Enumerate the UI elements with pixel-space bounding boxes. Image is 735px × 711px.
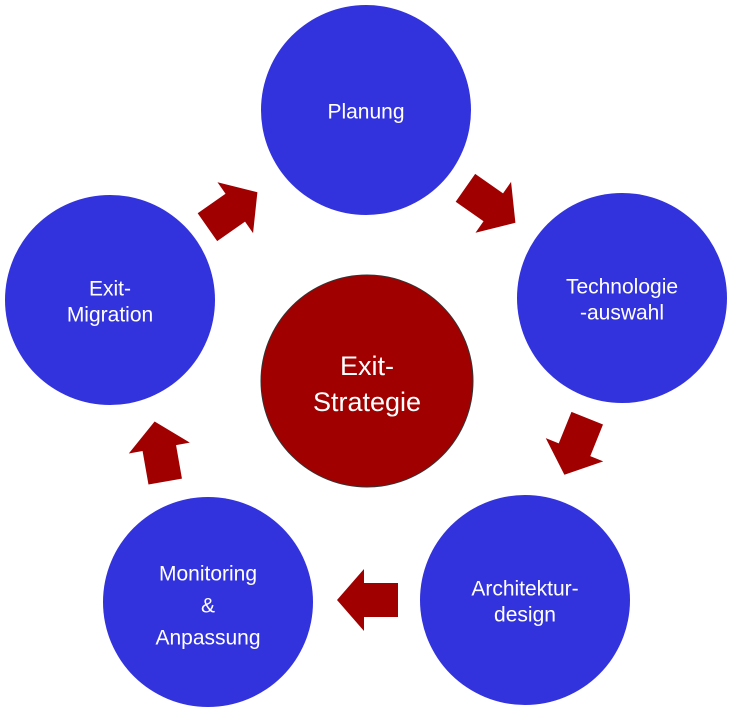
flow-arrow: [337, 569, 398, 631]
flow-arrow: [455, 173, 516, 233]
flow-arrow: [545, 411, 604, 475]
center-node-exit-strategie: Exit- Strategie: [260, 274, 474, 488]
node-label-line: Strategie: [313, 387, 421, 417]
stage-node-technologie: Technologie -auswahl: [517, 193, 727, 403]
node-label-line: Monitoring: [159, 563, 257, 586]
node-label-line: design: [494, 604, 556, 627]
node-label-line: Planung: [327, 101, 404, 124]
node-label-line: Technologie: [566, 276, 678, 299]
flow-arrow: [197, 182, 258, 242]
stage-circle: [517, 193, 727, 403]
stage-circle: [261, 5, 471, 215]
stage-node-architektur: Architektur-design: [420, 495, 630, 705]
node-label-line: -auswahl: [580, 302, 664, 325]
node-label-line: Architektur-: [471, 578, 578, 601]
center-circle: [260, 274, 474, 488]
node-label-line: Anpassung: [155, 627, 260, 650]
stage-circle: [103, 497, 313, 707]
stage-circle: [5, 195, 215, 405]
stage-node-planung: Planung: [261, 5, 471, 215]
node-label-line: Migration: [67, 304, 153, 327]
node-label-line: &: [201, 595, 215, 618]
stage-node-exit-migration: Exit- Migration: [5, 195, 215, 405]
node-label-line: Exit-: [89, 278, 131, 301]
stage-node-monitoring: Monitoring & Anpassung: [103, 497, 313, 707]
node-label-line: Exit-: [340, 351, 394, 381]
stage-circle: [420, 495, 630, 705]
flow-arrow: [128, 421, 190, 485]
